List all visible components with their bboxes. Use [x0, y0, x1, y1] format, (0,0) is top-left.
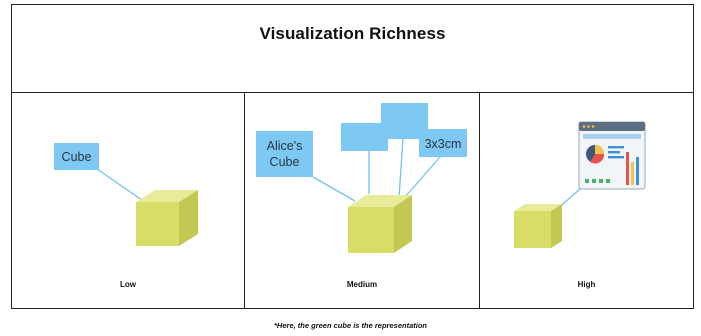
medium-tag-name-line2: Cube	[270, 155, 300, 169]
green-cube	[514, 204, 562, 248]
medium-illustration: Alice's Cube 3x3cm	[256, 103, 467, 253]
green-cube	[348, 195, 412, 253]
medium-tag-size	[419, 129, 467, 157]
medium-tag-name-line1: Alice's	[267, 139, 303, 153]
medium-tag-blank-1	[341, 123, 388, 151]
cell-high: High	[480, 93, 693, 308]
table-title: Visualization Richness	[259, 24, 446, 43]
cell-low: Cube Low	[12, 93, 245, 308]
medium-leader-lines	[312, 138, 441, 202]
medium-tag-name	[256, 131, 313, 177]
low-leader-line	[96, 168, 143, 201]
medium-label: Medium	[346, 280, 378, 289]
low-tag-cube-text: Cube	[62, 150, 92, 164]
low-illustration: Cube	[54, 143, 198, 246]
low-label: Low	[120, 280, 136, 289]
footnote: *Here, the green cube is the representat…	[274, 321, 427, 330]
high-illustration	[514, 121, 646, 248]
high-label: High	[577, 280, 596, 289]
green-cube	[136, 190, 198, 246]
title-row: Visualization Richness	[12, 5, 693, 93]
pie-chart-icon	[586, 145, 605, 164]
dashboard-window-icon	[578, 121, 646, 190]
low-tag-cube	[54, 143, 99, 170]
medium-tag-size-text: 3x3cm	[425, 137, 462, 151]
cell-medium: Alice's Cube 3x3cm Medium	[245, 93, 480, 308]
richness-table: Visualization Richness Cube Low	[11, 4, 694, 309]
